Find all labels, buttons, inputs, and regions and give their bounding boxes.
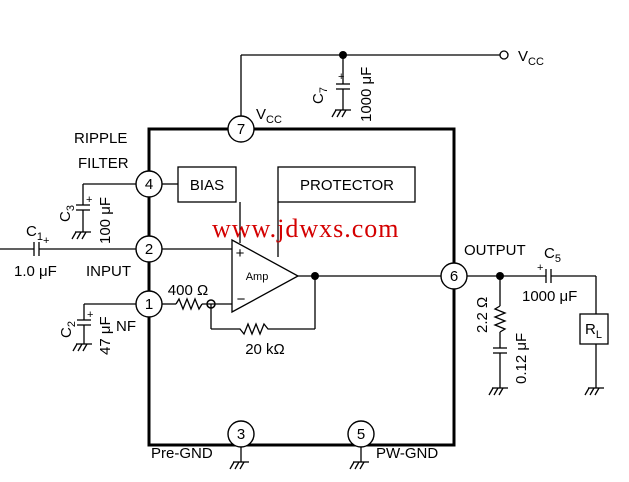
svg-text:6: 6 [450,268,458,285]
pin-6: 6 [440,262,468,290]
watermark-text: www.jdwxs.com [212,214,400,243]
capacitor-zobel [493,347,507,388]
pin-1: 1 [135,290,163,318]
nf-node [206,299,216,309]
amp-plus-sign: + [236,245,245,262]
resistor-20k-label: 20 kΩ [245,341,285,358]
c2-value: 47 μF [97,316,114,355]
vcc-terminal [499,50,509,60]
c1-value: 1.0 μF [14,263,57,280]
ground-zobel [488,387,508,396]
pin-2: 2 [135,235,163,263]
input-label: INPUT [86,263,131,280]
c3-name: C3 [57,205,77,222]
bias-label: BIAS [190,177,224,194]
amp-triangle [231,238,300,314]
resistor-400-label: 400 Ω [168,282,208,299]
amp-label: Amp [246,271,269,283]
load-resistor-rl [579,313,609,345]
amp-minus-sign: − [237,291,246,308]
vcc-terminal-label: VCC [518,48,544,68]
svg-text:5: 5 [357,426,365,443]
svg-text:+: + [86,194,92,206]
svg-text:+: + [338,71,344,83]
c2-name: C2 [58,321,78,338]
capacitor-c7: + [331,55,351,118]
svg-text:+: + [537,262,543,274]
c5-name: C5 [544,245,561,265]
capacitor-zobel-label: 0.12 μF [513,333,530,384]
ground-pre [229,461,249,470]
ripple-label-line2: FILTER [78,155,129,172]
c1-name: C1 [26,223,43,243]
nf-label: NF [116,318,136,335]
capacitor-c3: + [71,183,136,240]
c7-value: 1000 μF [358,67,375,122]
pre-gnd-label: Pre-GND [151,445,213,462]
ripple-label-line1: RIPPLE [74,130,127,147]
pw-gnd-label: PW-GND [376,445,438,462]
protector-block [277,166,416,203]
ground-pw [349,461,369,470]
pin-4: 4 [135,170,163,198]
ground-rl [584,387,604,396]
svg-text:1: 1 [145,296,153,313]
c5-value: 1000 μF [522,288,577,305]
pin-7: 7 [227,115,255,143]
resistor-2p2-label: 2.2 Ω [474,297,491,333]
svg-text:7: 7 [237,121,245,138]
pin-5: 5 [347,420,375,448]
c7-name: C7 [310,87,330,104]
capacitor-c5: + [537,262,596,283]
resistor-400 [175,297,203,311]
capacitor-c1: + [0,235,136,256]
svg-text:+: + [87,309,93,321]
svg-text:2: 2 [145,241,153,258]
vcc-pin-label: VCC [256,106,282,126]
pin-3: 3 [227,420,255,448]
svg-text:3: 3 [237,426,245,443]
resistor-2p2 [493,305,507,333]
svg-text:+: + [43,235,49,247]
rl-label: RL [585,321,602,341]
output-label: OUTPUT [464,242,526,259]
svg-text:4: 4 [145,176,153,193]
protector-label: PROTECTOR [300,177,394,194]
capacitor-c2: + [72,303,136,352]
c3-value: 100 μF [97,197,114,244]
resistor-20k [211,322,315,336]
